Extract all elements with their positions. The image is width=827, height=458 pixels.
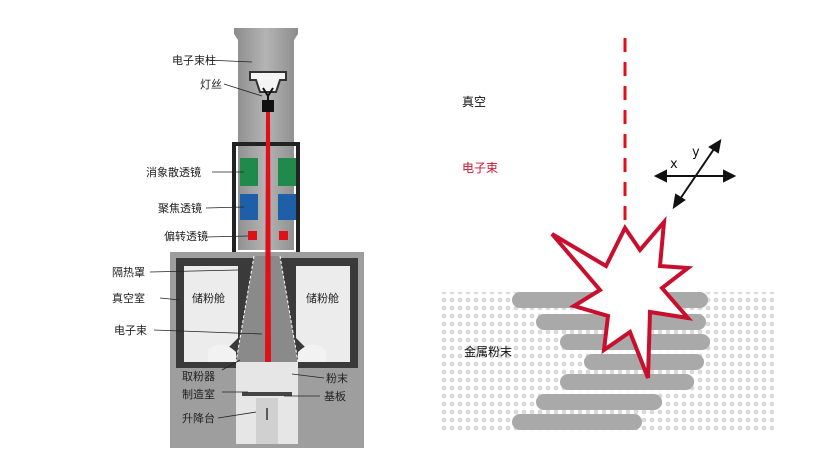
- axis-y-label: y: [692, 145, 700, 160]
- label-heat-shield: 隔热罩: [112, 266, 145, 279]
- label-column: 电子束柱: [172, 53, 216, 67]
- label-focus-lens: 聚焦透镜: [158, 201, 202, 215]
- focus-lens-left: [240, 194, 258, 220]
- label-hopper-left: 储粉舱: [192, 291, 225, 305]
- label-powder: 粉末: [326, 371, 348, 385]
- electron-beam-left: [265, 112, 271, 362]
- label-vacuum-chamber: 真空室: [112, 291, 145, 305]
- hopper-left: [184, 266, 238, 362]
- label-filament: 灯丝: [200, 78, 222, 91]
- melt-schematic: [440, 38, 774, 432]
- hopper-right: [296, 266, 350, 362]
- label-substrate: 基板: [324, 389, 346, 403]
- label-beam-right: 电子束: [462, 161, 498, 175]
- label-deflect-lens: 偏转透镜: [164, 229, 208, 243]
- ebm-machine: [170, 28, 364, 448]
- deflect-lens-right: [279, 231, 288, 240]
- label-hopper-right: 储粉舱: [306, 291, 339, 305]
- melt-pool-star: [550, 215, 694, 379]
- label-beam-left: 电子束: [114, 324, 147, 337]
- label-lift-table: 升降台: [182, 411, 215, 425]
- filament-housing: [249, 71, 287, 93]
- lift-table: [256, 398, 278, 444]
- astig-lens-right: [278, 158, 296, 186]
- label-build-chamber: 制造室: [182, 387, 215, 401]
- astig-lens-left: [240, 158, 258, 186]
- label-vacuum: 真空: [462, 95, 486, 109]
- axis-cross: [653, 139, 737, 210]
- leader-lines: [149, 59, 325, 419]
- label-metal-powder: 金属粉末: [464, 344, 512, 359]
- axis-x-label: x: [670, 157, 678, 172]
- label-powder-picker: 取粉器: [182, 370, 215, 383]
- deflect-lens-left: [248, 231, 257, 240]
- focus-lens-right: [278, 194, 296, 220]
- label-astig-lens: 消象散透镜: [146, 165, 201, 179]
- filament: [262, 100, 274, 112]
